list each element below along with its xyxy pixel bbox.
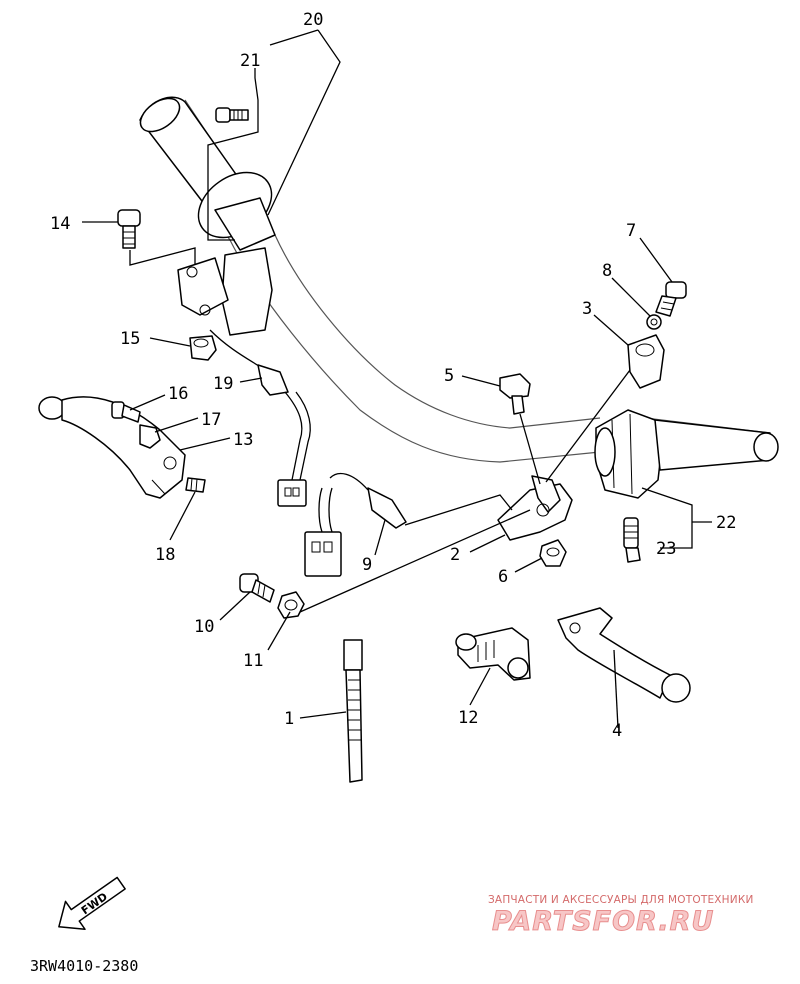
leader-lines bbox=[82, 29, 712, 729]
callout-2: 2 bbox=[450, 545, 460, 565]
bracket-12 bbox=[455, 627, 531, 681]
fwd-arrow: FWD bbox=[58, 876, 126, 930]
callout-4: 4 bbox=[612, 721, 622, 741]
callout-7: 7 bbox=[626, 221, 636, 241]
clutch-switch-19 bbox=[209, 329, 311, 507]
right-switch-22 bbox=[594, 409, 663, 499]
callouts: 20 21 14 7 8 3 15 5 19 16 17 13 22 23 18… bbox=[50, 10, 736, 741]
callout-18: 18 bbox=[155, 545, 175, 565]
right-grip bbox=[654, 419, 779, 471]
cable-tie-1 bbox=[343, 639, 363, 783]
bolt-5 bbox=[499, 373, 541, 485]
callout-10: 10 bbox=[194, 617, 214, 637]
callout-22: 22 bbox=[716, 513, 736, 533]
callout-21: 21 bbox=[240, 51, 260, 71]
pin-18 bbox=[185, 477, 206, 493]
callout-14: 14 bbox=[50, 214, 70, 234]
callout-20: 20 bbox=[303, 10, 323, 30]
nut-15 bbox=[189, 335, 217, 361]
callout-17: 17 bbox=[201, 410, 221, 430]
callout-1: 1 bbox=[284, 709, 294, 729]
switch-bracket-2 bbox=[497, 475, 573, 541]
bolt-14 bbox=[117, 209, 141, 249]
diagram-code: 3RW4010-2380 bbox=[30, 957, 138, 975]
clamp-3 bbox=[627, 334, 665, 389]
watermark: ЗАПЧАСТИ И АКСЕССУАРЫ ДЛЯ МОТОТЕХНИКИ PA… bbox=[488, 894, 754, 938]
watermark-tagline: ЗАПЧАСТИ И АКСЕССУАРЫ ДЛЯ МОТОТЕХНИКИ bbox=[488, 894, 754, 906]
nut-17 bbox=[139, 424, 161, 449]
callout-3: 3 bbox=[582, 299, 592, 319]
screw-7 bbox=[655, 281, 687, 317]
right-lever-4 bbox=[557, 607, 691, 703]
callout-23: 23 bbox=[656, 539, 676, 559]
callout-11: 11 bbox=[243, 651, 263, 671]
callout-13: 13 bbox=[233, 430, 253, 450]
bolt-10 bbox=[239, 573, 275, 603]
screw-23 bbox=[623, 517, 641, 563]
left-lever-13 bbox=[38, 396, 186, 499]
callout-5: 5 bbox=[444, 366, 454, 386]
callout-6: 6 bbox=[498, 567, 508, 587]
callout-19: 19 bbox=[213, 374, 233, 394]
callout-8: 8 bbox=[602, 261, 612, 281]
washer-8 bbox=[646, 314, 662, 330]
nut-6 bbox=[539, 539, 567, 567]
brake-switch-9 bbox=[304, 472, 407, 577]
callout-12: 12 bbox=[458, 708, 478, 728]
callout-9: 9 bbox=[362, 555, 372, 575]
watermark-brand: PARTSFOR.RU bbox=[492, 906, 714, 937]
callout-15: 15 bbox=[120, 329, 140, 349]
screw-21 bbox=[215, 107, 249, 123]
screw-16 bbox=[111, 401, 141, 423]
callout-16: 16 bbox=[168, 384, 188, 404]
nut-11 bbox=[277, 591, 305, 619]
left-switch-assembly bbox=[177, 197, 276, 336]
